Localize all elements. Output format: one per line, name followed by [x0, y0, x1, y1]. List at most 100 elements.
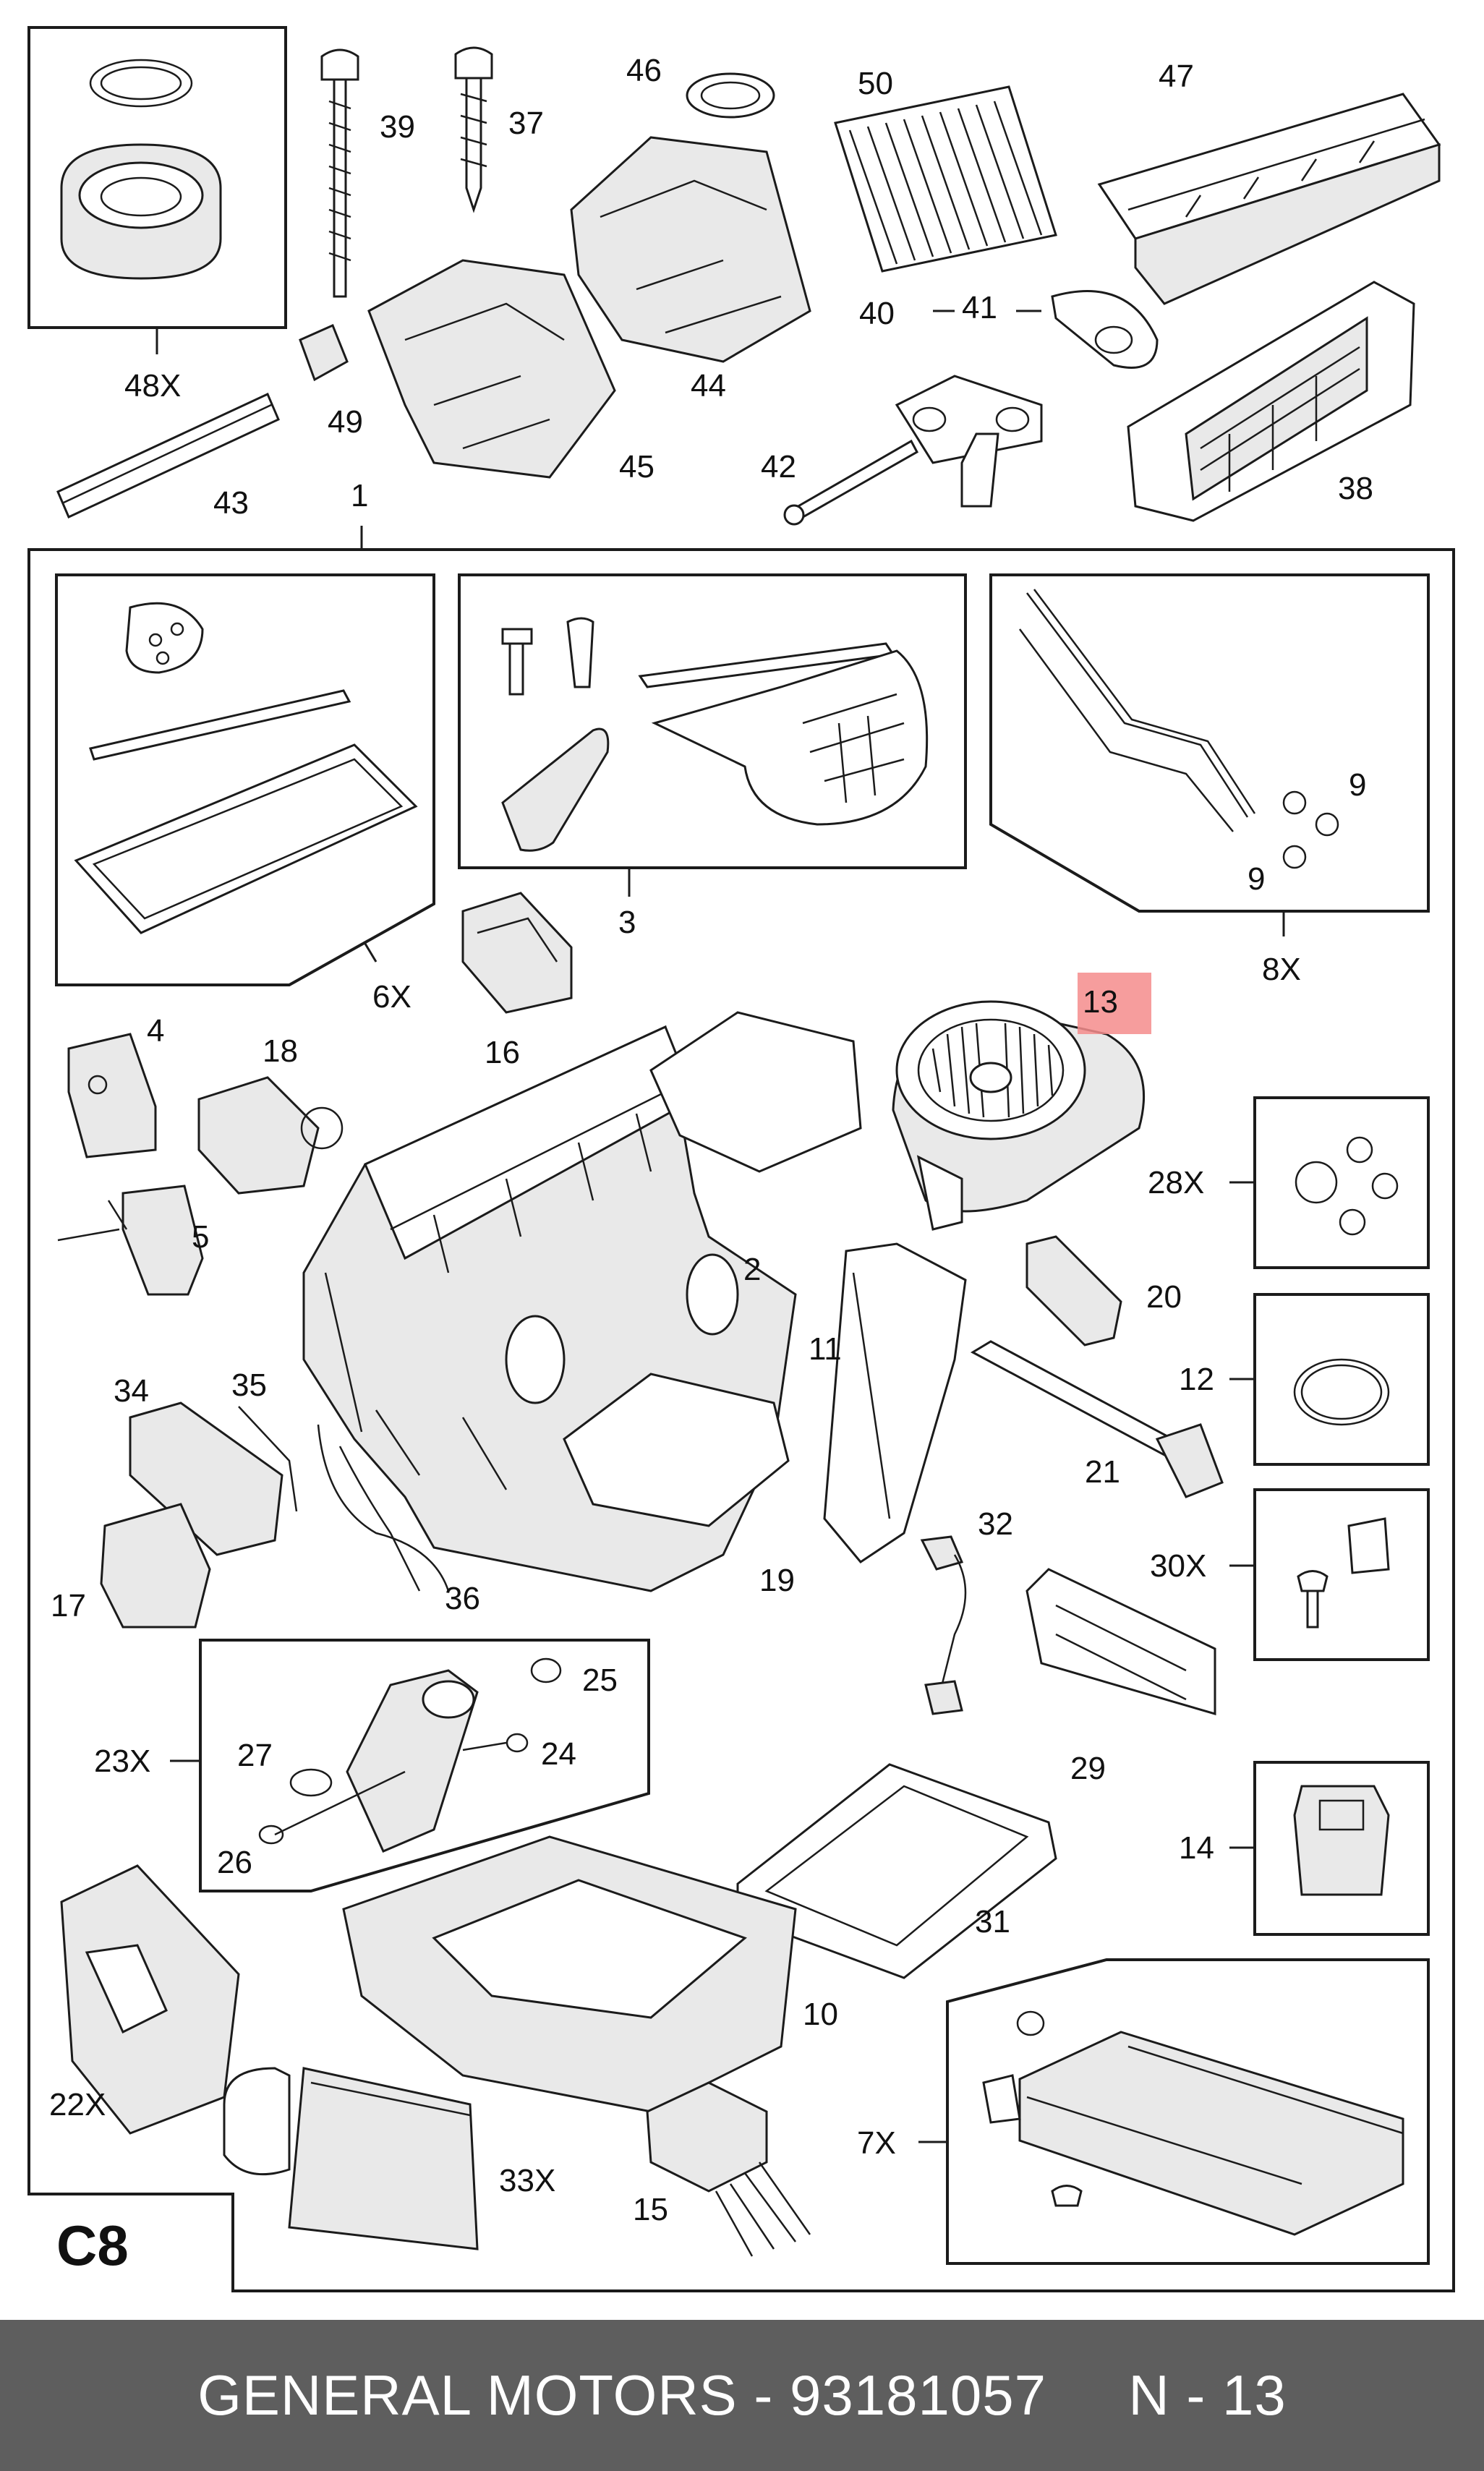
actuator-part-16: [461, 892, 573, 1014]
o-ring-set-part-28: [1295, 1136, 1399, 1236]
seal-strip-part-43: [56, 392, 280, 519]
filter-part-33: [223, 2067, 479, 2250]
callout-20: 20: [1146, 1279, 1182, 1315]
callout-9a: 9: [1349, 767, 1366, 803]
wire-harness-part-32: [920, 1535, 967, 1715]
connector-part-14: [1293, 1785, 1390, 1896]
part-box-30: [1253, 1488, 1430, 1661]
seal-part-6: [74, 602, 418, 934]
bolt-part-42: [783, 439, 919, 526]
callout-48: 48X: [124, 368, 181, 404]
callout-13: 13: [1083, 984, 1118, 1020]
duct-part-11: [823, 1242, 967, 1563]
sensor-bracket-part-40: [895, 375, 1043, 508]
callout-47: 47: [1159, 59, 1194, 94]
blower-housing-part-3: [501, 617, 929, 852]
callout-12: 12: [1179, 1362, 1214, 1397]
callout-44: 44: [691, 368, 726, 404]
grommet-part-46: [686, 72, 775, 119]
lower-housing-part-10: [342, 1835, 797, 2113]
heater-core-part-7: [982, 2010, 1404, 2236]
actuator-part-17: [100, 1503, 211, 1629]
part-box-3: [458, 573, 967, 869]
callout-31: 31: [975, 1904, 1010, 1939]
footer-part-number: GENERAL MOTORS - 93181057 N - 13: [197, 2363, 1287, 2427]
callout-35: 35: [231, 1367, 267, 1403]
blower-motor-part-13: [892, 1000, 1145, 1231]
callout-33: 33X: [499, 2163, 555, 2198]
cable-part-36: [317, 1424, 450, 1592]
callout-7: 7X: [857, 2125, 896, 2161]
part-box-23: [199, 1639, 650, 1892]
callout-19: 19: [759, 1563, 795, 1598]
callout-2: 2: [743, 1252, 761, 1287]
callout-30: 30X: [1150, 1548, 1206, 1584]
callout-6: 6X: [372, 979, 411, 1015]
callout-25: 25: [582, 1663, 618, 1698]
callout-22: 22X: [49, 2087, 106, 2122]
bracket-part-34: [129, 1401, 283, 1556]
connector-part-49: [299, 323, 349, 382]
callout-50: 50: [858, 66, 893, 101]
callout-29: 29: [1070, 1751, 1106, 1786]
callout-14: 14: [1179, 1830, 1214, 1866]
callout-3: 3: [618, 905, 636, 940]
callout-38: 38: [1338, 471, 1373, 506]
parts-diagram: 48X 39 37 46 50 47 49 45 44 40 41 42 43 …: [27, 26, 1455, 2292]
callout-23: 23X: [94, 1744, 150, 1779]
callout-1: 1: [351, 478, 368, 513]
callout-37: 37: [508, 106, 544, 141]
callout-49: 49: [328, 404, 363, 440]
callout-16: 16: [485, 1035, 520, 1070]
callout-32: 32: [978, 1506, 1013, 1542]
heater-element-part-29: [1025, 1568, 1216, 1715]
sensor-part-20: [1025, 1235, 1122, 1347]
callout-15: 15: [633, 2192, 668, 2227]
gasket-part-41: [1051, 290, 1159, 369]
callout-28: 28X: [1148, 1165, 1204, 1200]
clip-part-30: [1297, 1517, 1390, 1629]
callout-34: 34: [114, 1373, 149, 1409]
callout-18: 18: [263, 1033, 298, 1069]
linkage-part-35: [238, 1406, 298, 1512]
callout-27: 27: [237, 1738, 273, 1773]
resistor-part-15: [646, 2081, 811, 2257]
part-box-12: [1253, 1293, 1430, 1466]
duct-part-45: [367, 259, 616, 479]
part-box-6: [55, 573, 435, 986]
seal-ring-part-12: [1293, 1358, 1390, 1426]
actuator-part-4: [67, 1033, 157, 1158]
assembly-frame-1: [27, 548, 1455, 2292]
seal-ring-part-48: [60, 59, 222, 280]
grille-part-38: [1127, 281, 1415, 522]
duct-part-44: [570, 136, 811, 363]
actuator-part-18: [197, 1076, 344, 1195]
callout-11: 11: [809, 1331, 842, 1367]
highlight-box-13: [1078, 973, 1151, 1034]
valve-part-23: [258, 1657, 562, 1853]
callout-17: 17: [51, 1588, 86, 1623]
callout-41: 41: [962, 290, 997, 325]
callout-42: 42: [761, 449, 796, 485]
pipe-part-8: [1018, 589, 1339, 869]
screw-part-37: [454, 46, 493, 213]
callout-40: 40: [859, 296, 895, 331]
callout-8: 8X: [1262, 952, 1301, 987]
callout-5: 5: [192, 1219, 209, 1255]
part-box-7: [946, 1958, 1430, 2265]
air-vent-part-47: [1097, 93, 1441, 305]
callout-21: 21: [1085, 1454, 1120, 1490]
footer-bar: GENERAL MOTORS - 93181057 N - 13: [0, 2320, 1484, 2471]
callout-9b: 9: [1248, 861, 1265, 897]
actuator-part-5: [57, 1185, 204, 1296]
cabin-filter-part-50: [834, 85, 1057, 273]
callout-4: 4: [147, 1013, 164, 1049]
callout-26: 26: [217, 1845, 252, 1880]
screw-part-39: [320, 48, 359, 298]
callout-45: 45: [619, 449, 654, 485]
callout-36: 36: [445, 1581, 480, 1616]
callout-43: 43: [213, 485, 249, 521]
hvac-housing-assembly: [302, 1011, 862, 1592]
callout-24: 24: [541, 1736, 576, 1772]
callout-10: 10: [803, 1997, 838, 2032]
